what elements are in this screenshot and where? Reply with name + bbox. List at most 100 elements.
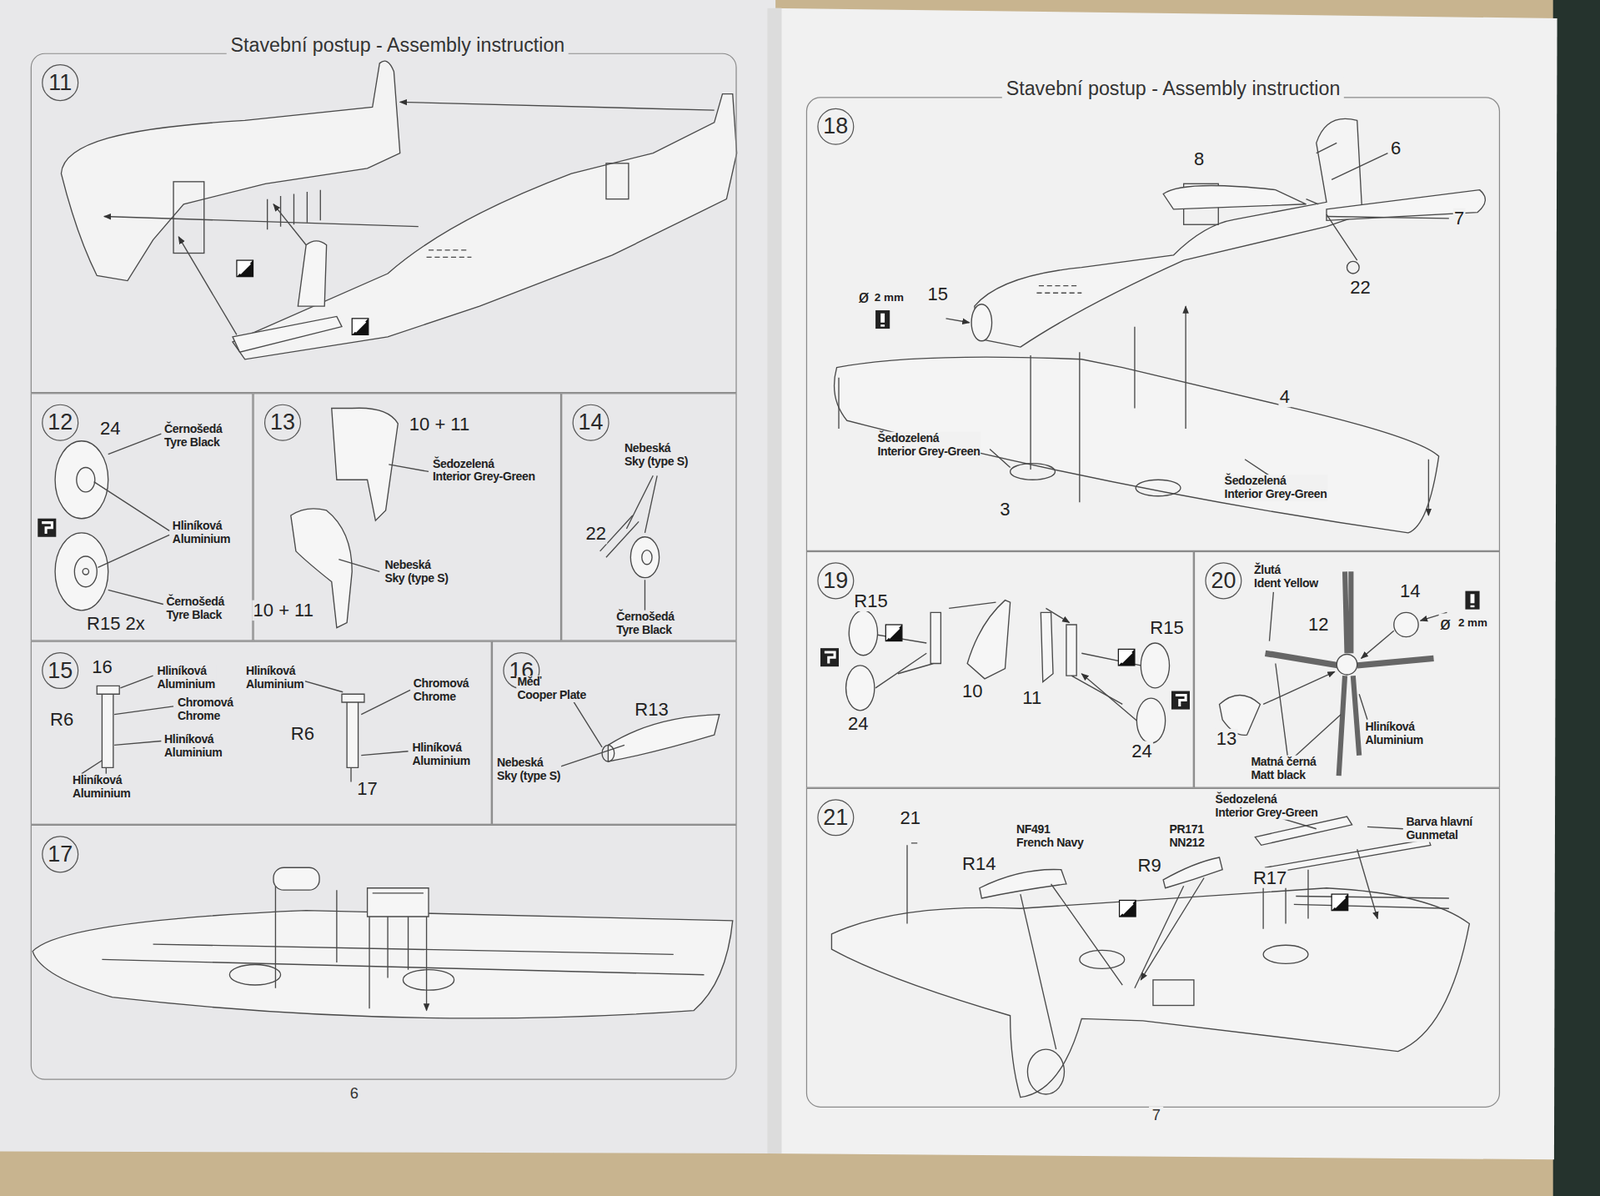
part-number: R9 xyxy=(1136,855,1163,877)
callout-line: Nebeská xyxy=(624,441,688,456)
callout-line: Tyre Black xyxy=(616,623,674,637)
color-callout: Šedozelená Interior Grey-Green xyxy=(876,431,981,459)
part-drawings xyxy=(848,610,878,656)
page-number: 6 xyxy=(346,1084,362,1103)
color-callout: Šedozelená Interior Grey-Green xyxy=(431,456,537,484)
callout-line: Interior Grey-Green xyxy=(1215,806,1319,820)
part-drawings xyxy=(846,665,875,711)
callout-line: Nebeská xyxy=(384,557,448,572)
part-number: 10 xyxy=(961,680,984,702)
part-drawings xyxy=(273,204,306,246)
part-drawings xyxy=(556,697,625,768)
callout-line: French Navy xyxy=(1016,835,1084,849)
symbols xyxy=(1171,691,1190,710)
part-number: R13 xyxy=(633,698,670,720)
step-panel: 18 xyxy=(806,96,1500,552)
callout-line: Sky (type S) xyxy=(384,571,448,585)
callout-line: Tyre Black xyxy=(165,607,224,622)
color-callout: Hliníková Aluminium xyxy=(245,664,306,692)
callout-line: Chrome xyxy=(177,708,234,723)
callout-line: Sky (type S) xyxy=(496,769,561,783)
part-drawings xyxy=(76,467,96,492)
callout-line: Šedozelená xyxy=(877,431,981,446)
color-callout: Chromová Chrome xyxy=(411,676,470,703)
part-drawings xyxy=(642,550,653,565)
part-drawings xyxy=(400,101,715,111)
callout-line: Tyre Black xyxy=(164,435,222,449)
color-callout: Žlutá Ident Yellow xyxy=(1253,563,1320,591)
part-drawings xyxy=(875,634,1141,721)
part-drawings xyxy=(1344,571,1351,653)
part-drawings xyxy=(101,943,704,975)
color-callout: Hliníková Aluminium xyxy=(1364,720,1425,748)
part-number: 6 xyxy=(1389,137,1403,159)
callout-line: Aluminium xyxy=(164,745,222,759)
part-drawings xyxy=(1079,949,1125,969)
part-drawings xyxy=(32,910,733,1019)
part-drawings xyxy=(297,240,327,306)
color-callout: Hliníková Aluminium xyxy=(411,741,472,768)
part-drawings xyxy=(630,536,659,578)
part-number: R17 xyxy=(1252,867,1289,888)
callout-line: Matná černá xyxy=(1250,755,1316,769)
color-callout: Barva hlavní Gunmetal xyxy=(1404,815,1474,843)
callout-line: Černošedá xyxy=(616,610,674,624)
page-number: 7 xyxy=(1148,1106,1164,1124)
part-number: 8 xyxy=(1193,149,1206,171)
color-callout: Nebeská Sky (type S) xyxy=(623,441,690,469)
part-number: 21 xyxy=(898,807,922,828)
part-number: 11 xyxy=(1021,687,1043,709)
dimension: 2 mm xyxy=(873,290,906,304)
callout-line: Šedozelená xyxy=(1215,792,1319,807)
part-drawings xyxy=(1339,675,1360,776)
part-drawings xyxy=(331,407,399,521)
step-panel: 21 xyxy=(806,787,1500,1108)
page-header: Stavební postup - Assembly instruction xyxy=(1002,77,1345,100)
part-number: 22 xyxy=(1349,277,1372,299)
callout-line: Chromová xyxy=(177,696,234,710)
step-panel: 14 xyxy=(561,392,738,641)
part-drawings xyxy=(1020,877,1204,1050)
part-number: 13 xyxy=(1215,728,1239,750)
part-drawings xyxy=(402,969,454,990)
callout-line: Chromová xyxy=(413,676,470,690)
part-number: R6 xyxy=(49,709,76,731)
part-drawings xyxy=(338,464,429,572)
callout-line: Aluminium xyxy=(156,677,215,691)
part-number: 22 xyxy=(584,523,607,545)
part-drawings xyxy=(426,250,472,258)
color-callout: Hliníková Aluminium xyxy=(155,664,216,692)
part-drawings xyxy=(1066,624,1123,704)
part-drawings xyxy=(606,163,629,200)
symbols xyxy=(37,260,1480,917)
step-panel: 11 xyxy=(30,53,738,394)
callout-line: NF491 xyxy=(1016,822,1084,836)
part-drawings xyxy=(834,356,1440,533)
color-callout: PR171 NN212 xyxy=(1168,822,1205,849)
step-panel: 17 xyxy=(30,824,738,1080)
step-number: 13 xyxy=(264,404,301,442)
symbols xyxy=(885,624,903,642)
part-drawings xyxy=(1336,653,1357,674)
callout-line: Měď xyxy=(516,675,586,689)
part-drawings xyxy=(1316,142,1389,261)
callout-line: Šedozelená xyxy=(432,456,536,471)
color-callout: Matná černá Matt black xyxy=(1249,755,1318,783)
part-drawings xyxy=(1135,479,1181,497)
dimension: 2 mm xyxy=(1457,616,1490,629)
part-number: R14 xyxy=(961,852,998,874)
symbols xyxy=(37,518,56,537)
part-drawings xyxy=(232,94,738,360)
part-drawings xyxy=(367,887,429,917)
color-callout: Nebeská Sky (type S) xyxy=(383,557,450,585)
callout-line: Hliníková xyxy=(172,519,231,533)
part-drawings xyxy=(1394,611,1419,637)
part-drawings xyxy=(897,611,941,673)
callout-line: NN212 xyxy=(1169,835,1205,849)
part-number: ø xyxy=(1439,613,1453,635)
callout-line: Šedozelená xyxy=(1224,474,1328,488)
part-drawings xyxy=(82,568,89,575)
